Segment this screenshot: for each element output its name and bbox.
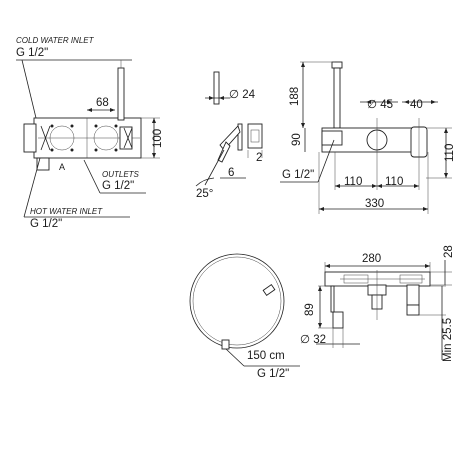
dim-arrow: [414, 184, 419, 188]
side-view: ∅ 24 2 6 25°: [117, 60, 263, 200]
connection-size: G 1/2": [282, 169, 314, 181]
outlets-label: OUTLETS: [102, 170, 140, 179]
hose-connector: [221, 339, 230, 350]
bolt-dot: [94, 124, 98, 128]
bolt-dot: [114, 124, 118, 128]
hose-view: 150 cm G 1/2": [189, 253, 300, 380]
shower-handle-rod: [333, 67, 341, 129]
bottom-right-holder-bracket: [330, 285, 335, 313]
dim-arrow: [372, 184, 377, 188]
bottom-right-shower-holder: [332, 311, 344, 329]
dim-89: 89: [304, 303, 316, 316]
front-box-left-cap: [23, 123, 37, 153]
dim-280: 280: [362, 253, 381, 265]
dim-arrow: [301, 123, 305, 128]
bottom-right-spout-tip: [406, 304, 420, 316]
valve-circle-left: [49, 125, 75, 151]
cold-inlet-label: COLD WATER INLET: [16, 36, 95, 45]
side-shower-rod: [213, 71, 220, 105]
dim-arrow: [152, 153, 156, 158]
side-angle-leader: [204, 149, 225, 186]
dim-arrow: [110, 108, 115, 112]
dim-arrow: [325, 264, 330, 268]
dim-arrow: [219, 96, 224, 100]
dim-arrow: [377, 184, 382, 188]
dim-arrow: [301, 62, 305, 67]
dim-28: 28: [443, 245, 455, 258]
side-offset-dim: 2: [256, 152, 262, 164]
front-height-dim: 100: [152, 129, 164, 148]
hot-inlet-leader: [23, 157, 41, 218]
side-wall-plate: [237, 123, 243, 151]
top-right-diverter: [321, 130, 343, 146]
dim-arrow: [319, 207, 324, 211]
dim-110-right: 110: [444, 144, 456, 162]
dim-min: Min 25.5: [442, 318, 454, 362]
dim-90: 90: [291, 133, 303, 146]
cross-mark: [123, 127, 133, 149]
dim-arrow: [209, 96, 214, 100]
dim-40: 40: [410, 99, 423, 111]
connection-leader: [317, 139, 335, 183]
front-box-bottom-pipe: [36, 157, 50, 171]
side-diameter-dim: ∅ 24: [229, 89, 256, 101]
bottom-right-spout: [406, 284, 420, 306]
side-lever: [217, 141, 231, 163]
dim-110-a: 110: [344, 176, 362, 188]
hot-inlet-label: HOT WATER INLET: [30, 207, 103, 216]
dim-110-b: 110: [385, 176, 403, 188]
dim-arrow: [387, 100, 392, 104]
hose-leader: [225, 348, 245, 367]
dim-arrow: [425, 264, 430, 268]
hose-coil-inner: [192, 256, 282, 346]
dim-arrow: [318, 286, 322, 291]
top-right-view: 188 ∅ 45 40 90 110 G 1/2": [280, 61, 456, 214]
dim-32: ∅ 32: [300, 334, 326, 346]
outlets-size: G 1/2": [102, 180, 134, 192]
hose-size: G 1/2": [257, 368, 289, 380]
hose-end-fitting: [262, 284, 276, 296]
bolt-dot: [70, 124, 74, 128]
shower-head-top: [331, 61, 343, 69]
front-box-view: COLD WATER INLET G 1/2" 68 A: [16, 36, 164, 230]
bolt-dot: [114, 148, 118, 152]
bolt-dot: [50, 148, 54, 152]
bolt-dot: [70, 148, 74, 152]
dim-arrow: [444, 128, 448, 133]
cold-inlet-leader: [21, 59, 37, 119]
dim-arrow: [87, 108, 92, 112]
dim-arrow: [318, 323, 322, 328]
dim-arrow: [423, 207, 428, 211]
side-body-box: [247, 123, 263, 149]
dim-188: 188: [289, 87, 301, 106]
dim-330: 330: [365, 198, 384, 210]
marker-a: A: [59, 162, 65, 172]
dim-arrow: [335, 184, 340, 188]
dim-arrow: [152, 118, 156, 123]
bolt-dot: [50, 124, 54, 128]
dim-arrow: [431, 100, 436, 104]
side-angle-arc: [195, 177, 215, 187]
cold-inlet-size: G 1/2": [16, 47, 48, 59]
front-width-dim: 68: [96, 97, 109, 109]
side-body-inner: [250, 129, 260, 143]
front-box-right-cap: [119, 126, 133, 150]
dim-arrow: [444, 173, 448, 178]
hose-length: 150 cm: [247, 350, 285, 362]
dim-arrow: [366, 100, 371, 104]
hand-shower-handle: [117, 67, 125, 121]
dim-45: ∅ 45: [367, 99, 393, 111]
hose-coil-outer: [189, 253, 285, 349]
outlets-leader: [83, 159, 101, 194]
valve-circle-right: [93, 125, 119, 151]
dim-arrow: [404, 100, 409, 104]
cross-mark: [40, 125, 51, 151]
side-depth-dim: 6: [228, 167, 234, 179]
bottom-right-view: 280 28 89 ∅ 32 Min: [300, 245, 455, 362]
hot-inlet-size: G 1/2": [30, 218, 62, 230]
side-angle-dim: 25°: [196, 188, 213, 200]
bolt-dot: [94, 148, 98, 152]
